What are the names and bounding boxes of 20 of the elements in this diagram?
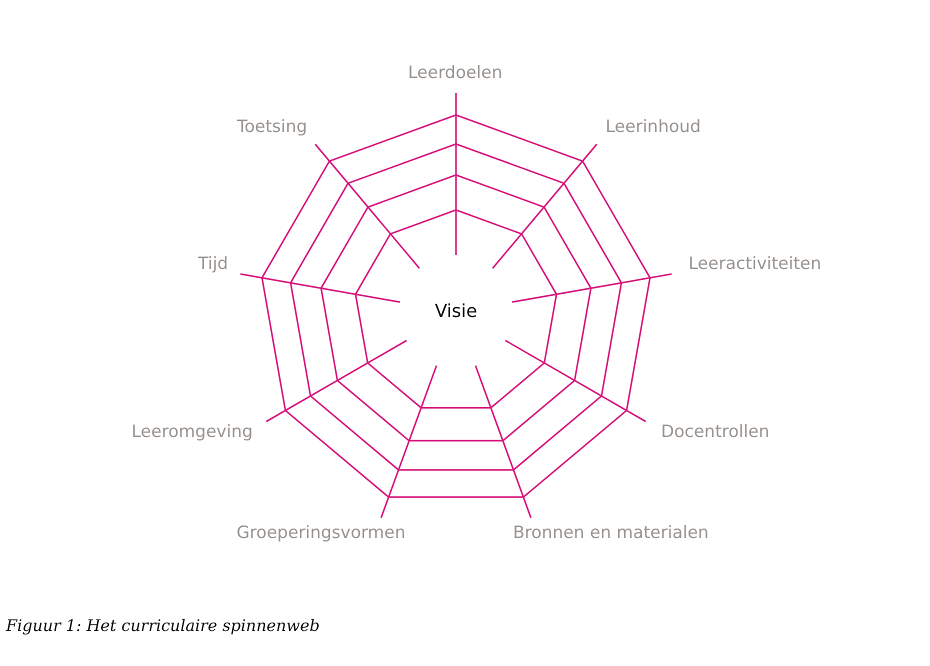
spoke-label: Tijd [198, 253, 228, 275]
center-label: Visie [399, 255, 513, 369]
spoke-line [380, 365, 438, 518]
spoke-label: Docentrollen [661, 421, 770, 443]
spoke-line [474, 365, 532, 518]
spoke-line [512, 273, 672, 303]
spoke-label: Leeractiviteiten [688, 253, 822, 275]
spoke-label: Leerinhoud [606, 116, 701, 138]
spoke-label: Leerdoelen [408, 62, 502, 84]
spoke-label: Toetsing [237, 116, 308, 138]
spoke-line [505, 340, 646, 422]
spoke-label: Leeromgeving [132, 421, 253, 443]
spoke-line [266, 340, 407, 422]
spoke-line [314, 144, 420, 269]
spoke-line [455, 93, 457, 255]
spoke-line [492, 144, 598, 269]
spoke-line [240, 273, 400, 303]
spoke-label: Groeperingsvormen [236, 522, 406, 544]
spoke-label: Bronnen en materialen [513, 522, 709, 544]
figure-caption: Figuur 1: Het curriculaire spinnenweb [6, 616, 320, 635]
